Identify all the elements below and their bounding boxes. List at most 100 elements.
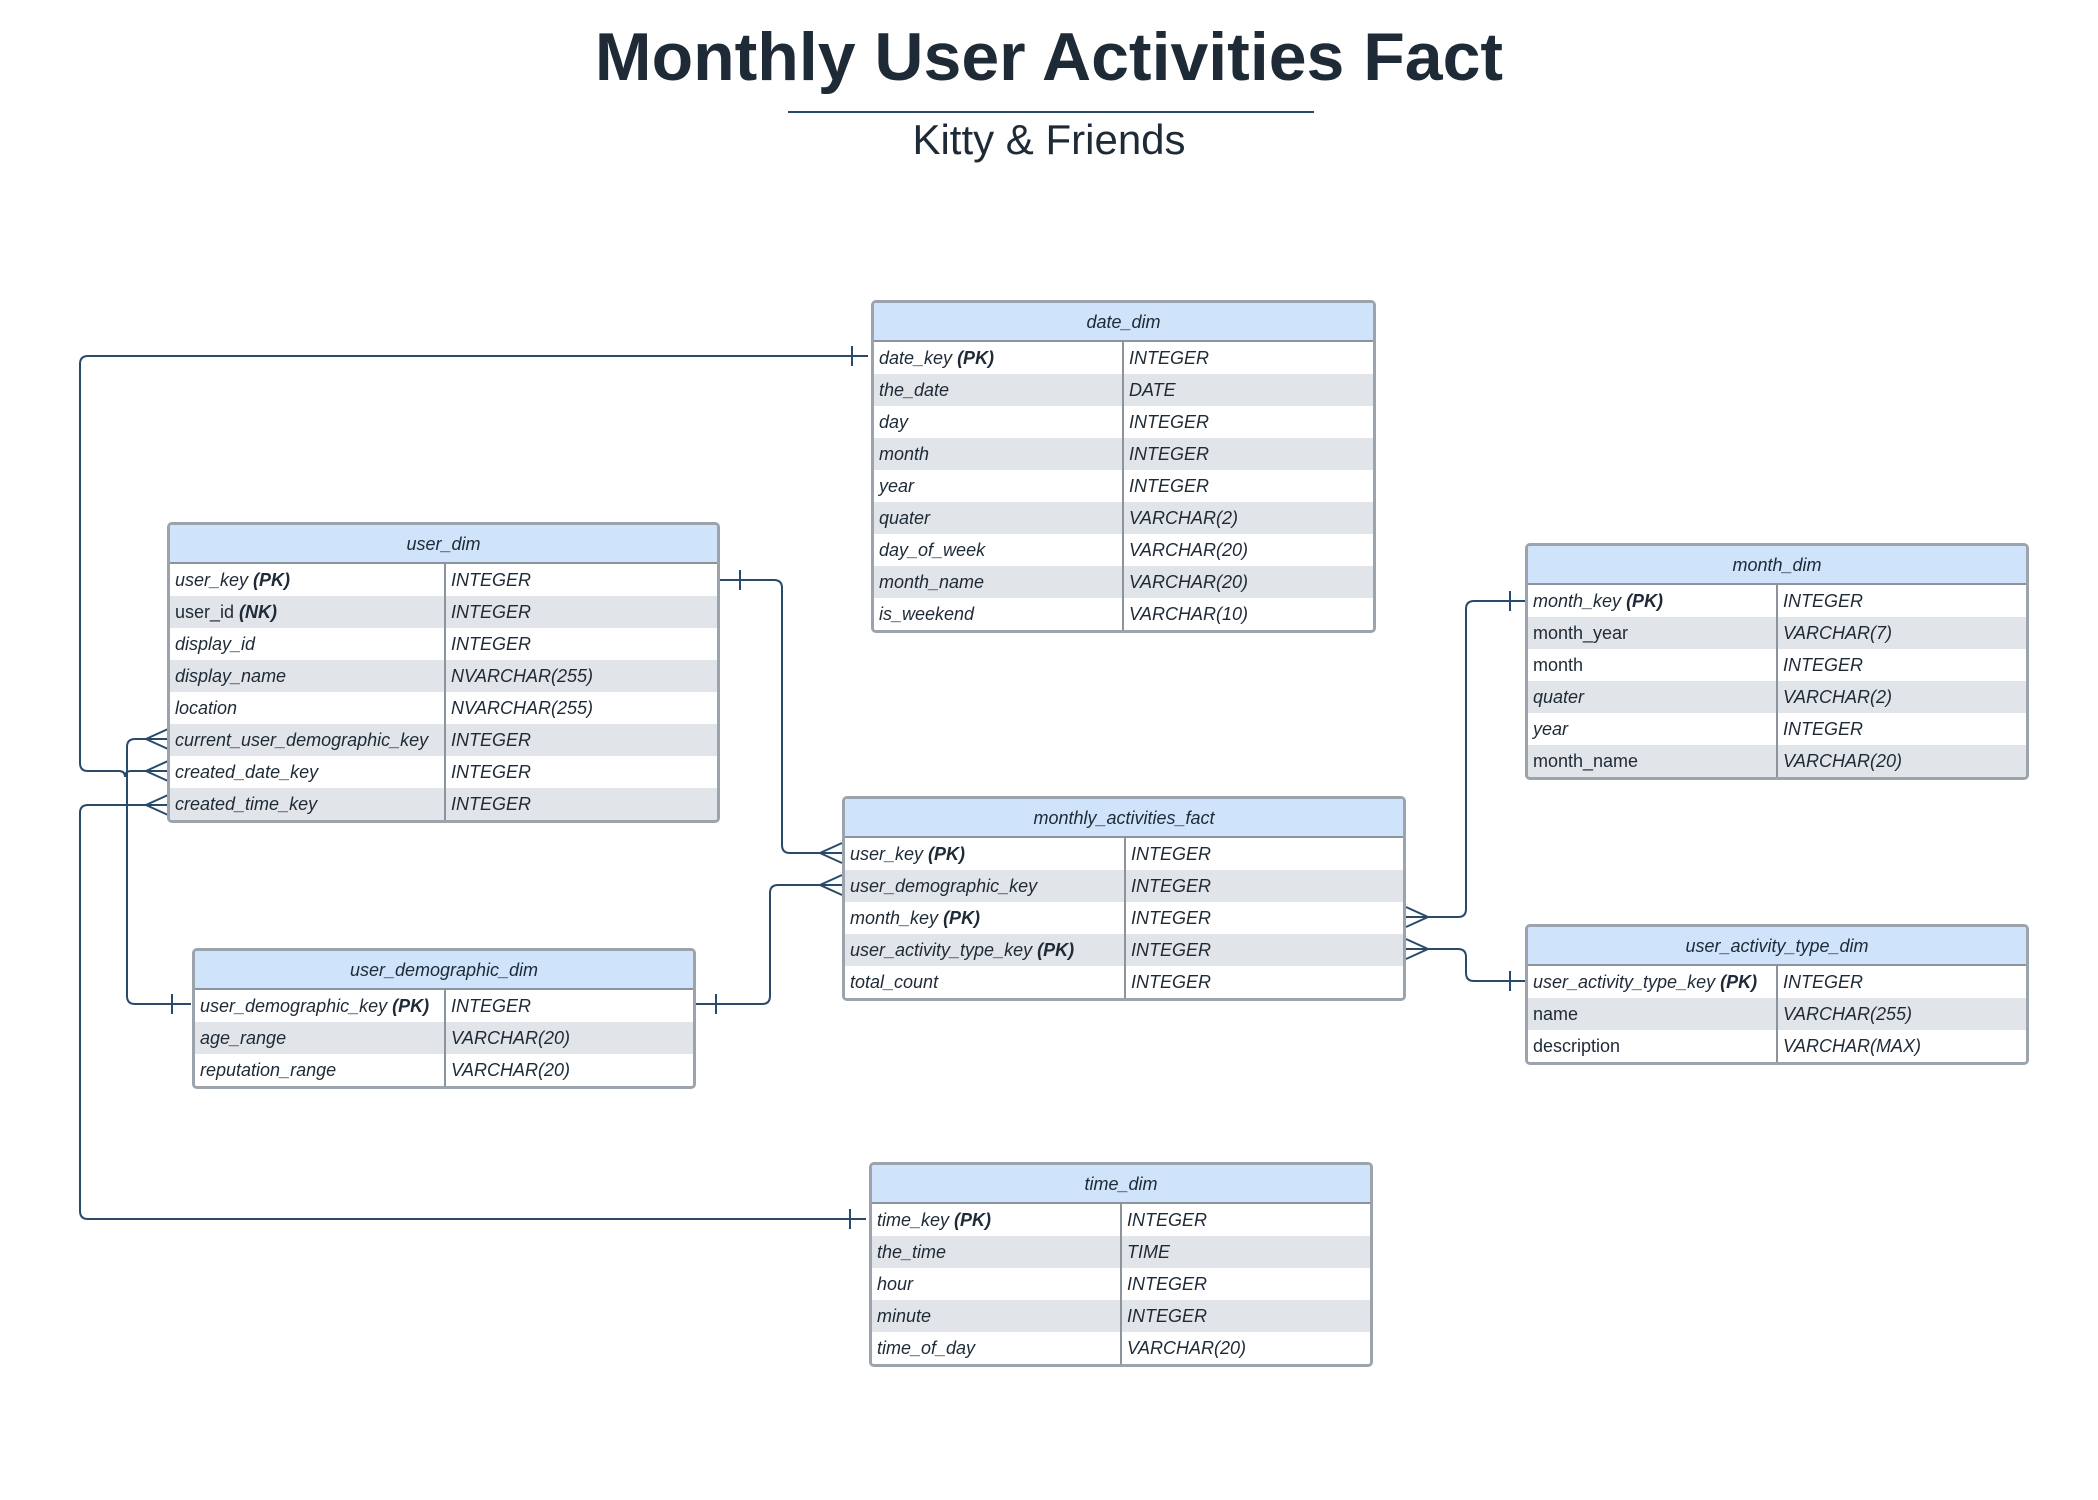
relationship-demographic-fact	[696, 874, 843, 1014]
column-name-cell: total_count	[845, 966, 1126, 998]
column-type: VARCHAR(7)	[1783, 623, 1893, 643]
table-row: total_count INTEGER	[845, 966, 1403, 998]
column-name-cell: minute	[872, 1300, 1122, 1332]
table-row: hour INTEGER	[872, 1268, 1370, 1300]
column-name-cell: month_name	[1528, 745, 1778, 777]
column-name: user_demographic_key	[200, 996, 388, 1016]
column-type: VARCHAR(MAX)	[1783, 1036, 1922, 1056]
entity-header: user_demographic_dim	[195, 951, 693, 990]
column-type: INTEGER	[1127, 1306, 1208, 1326]
column-type: INTEGER	[1127, 1274, 1208, 1294]
column-name-cell: display_id	[170, 628, 446, 660]
column-type: VARCHAR(255)	[1783, 1004, 1913, 1024]
column-name: year	[1533, 719, 1569, 739]
column-name-cell: month_key(PK)	[1528, 585, 1778, 617]
relationship-month-fact	[1405, 591, 1530, 928]
column-type: INTEGER	[1129, 476, 1210, 496]
column-name-cell: age_range	[195, 1022, 446, 1054]
column-type: INTEGER	[1131, 876, 1212, 896]
column-type: INTEGER	[451, 634, 532, 654]
column-name: created_date_key	[175, 762, 319, 782]
column-type: INTEGER	[1131, 972, 1212, 992]
key-flag: (PK)	[943, 908, 981, 928]
column-type: VARCHAR(20)	[1127, 1338, 1247, 1358]
column-name: user_activity_type_key	[850, 940, 1033, 960]
entity-header: month_dim	[1528, 546, 2026, 585]
entity-header: date_dim	[874, 303, 1373, 342]
key-flag: (PK)	[928, 844, 966, 864]
column-name: total_count	[850, 972, 939, 992]
column-name-cell: name	[1528, 998, 1778, 1030]
column-name: day	[879, 412, 909, 432]
column-type: INTEGER	[451, 730, 532, 750]
column-name-cell: month_year	[1528, 617, 1778, 649]
entity-header: time_dim	[872, 1165, 1370, 1204]
column-type: NVARCHAR(255)	[451, 666, 594, 686]
key-flag: (PK)	[954, 1210, 992, 1230]
table-row: month_key(PK)INTEGER	[1528, 585, 2026, 617]
key-flag: (PK)	[392, 996, 430, 1016]
column-name: month	[1533, 655, 1584, 675]
column-name: the_time	[877, 1242, 947, 1262]
column-name: user_activity_type_key	[1533, 972, 1716, 992]
entity-header: monthly_activities_fact	[845, 799, 1403, 838]
table-row: description VARCHAR(MAX)	[1528, 1030, 2026, 1062]
column-name-cell: time_of_day	[872, 1332, 1122, 1364]
column-type: VARCHAR(10)	[1129, 604, 1249, 624]
entity-user-activity-type-dim[interactable]: user_activity_type_dim user_activity_typ…	[1525, 924, 2029, 1065]
column-name: description	[1533, 1036, 1621, 1056]
column-name-cell: month_name	[874, 566, 1124, 598]
entity-user-demographic-dim[interactable]: user_demographic_dim user_demographic_ke…	[192, 948, 696, 1089]
column-name: quater	[1533, 687, 1585, 707]
column-name-cell: year	[874, 470, 1124, 502]
column-name-cell: created_date_key	[170, 756, 446, 788]
column-name: hour	[877, 1274, 914, 1294]
column-type: VARCHAR(20)	[451, 1028, 571, 1048]
column-name-cell: hour	[872, 1268, 1122, 1300]
entity-monthly-activities-fact[interactable]: monthly_activities_fact user_key(PK)INTE…	[842, 796, 1406, 1001]
column-type: VARCHAR(20)	[1783, 751, 1903, 771]
column-type: VARCHAR(2)	[1129, 508, 1239, 528]
column-name-cell: user_activity_type_key(PK)	[1528, 966, 1778, 998]
column-name: user_key	[175, 570, 249, 590]
column-name-cell: user_id(NK)	[170, 596, 446, 628]
column-name-cell: user_demographic_key(PK)	[195, 990, 446, 1022]
column-type: VARCHAR(20)	[1129, 540, 1249, 560]
column-name: quater	[879, 508, 931, 528]
column-type: DATE	[1129, 380, 1176, 400]
column-name-cell: the_time	[872, 1236, 1122, 1268]
column-name: month_name	[879, 572, 985, 592]
column-name-cell: month_key(PK)	[845, 902, 1126, 934]
relationship-user-fact	[720, 570, 843, 864]
table-row: month_key(PK)INTEGER	[845, 902, 1403, 934]
column-name: month_key	[1533, 591, 1622, 611]
column-name: month	[879, 444, 930, 464]
column-type: INTEGER	[1783, 719, 1864, 739]
diagram-title: Monthly User Activities Fact	[594, 19, 1504, 95]
key-flag: (PK)	[253, 570, 291, 590]
column-name-cell: user_key(PK)	[845, 838, 1126, 870]
diagram-subtitle: Kitty & Friends	[912, 116, 1186, 163]
column-type: INTEGER	[1131, 844, 1212, 864]
column-name: is_weekend	[879, 604, 975, 624]
column-name-cell: month	[1528, 649, 1778, 681]
column-name-cell: user_activity_type_key(PK)	[845, 934, 1126, 966]
